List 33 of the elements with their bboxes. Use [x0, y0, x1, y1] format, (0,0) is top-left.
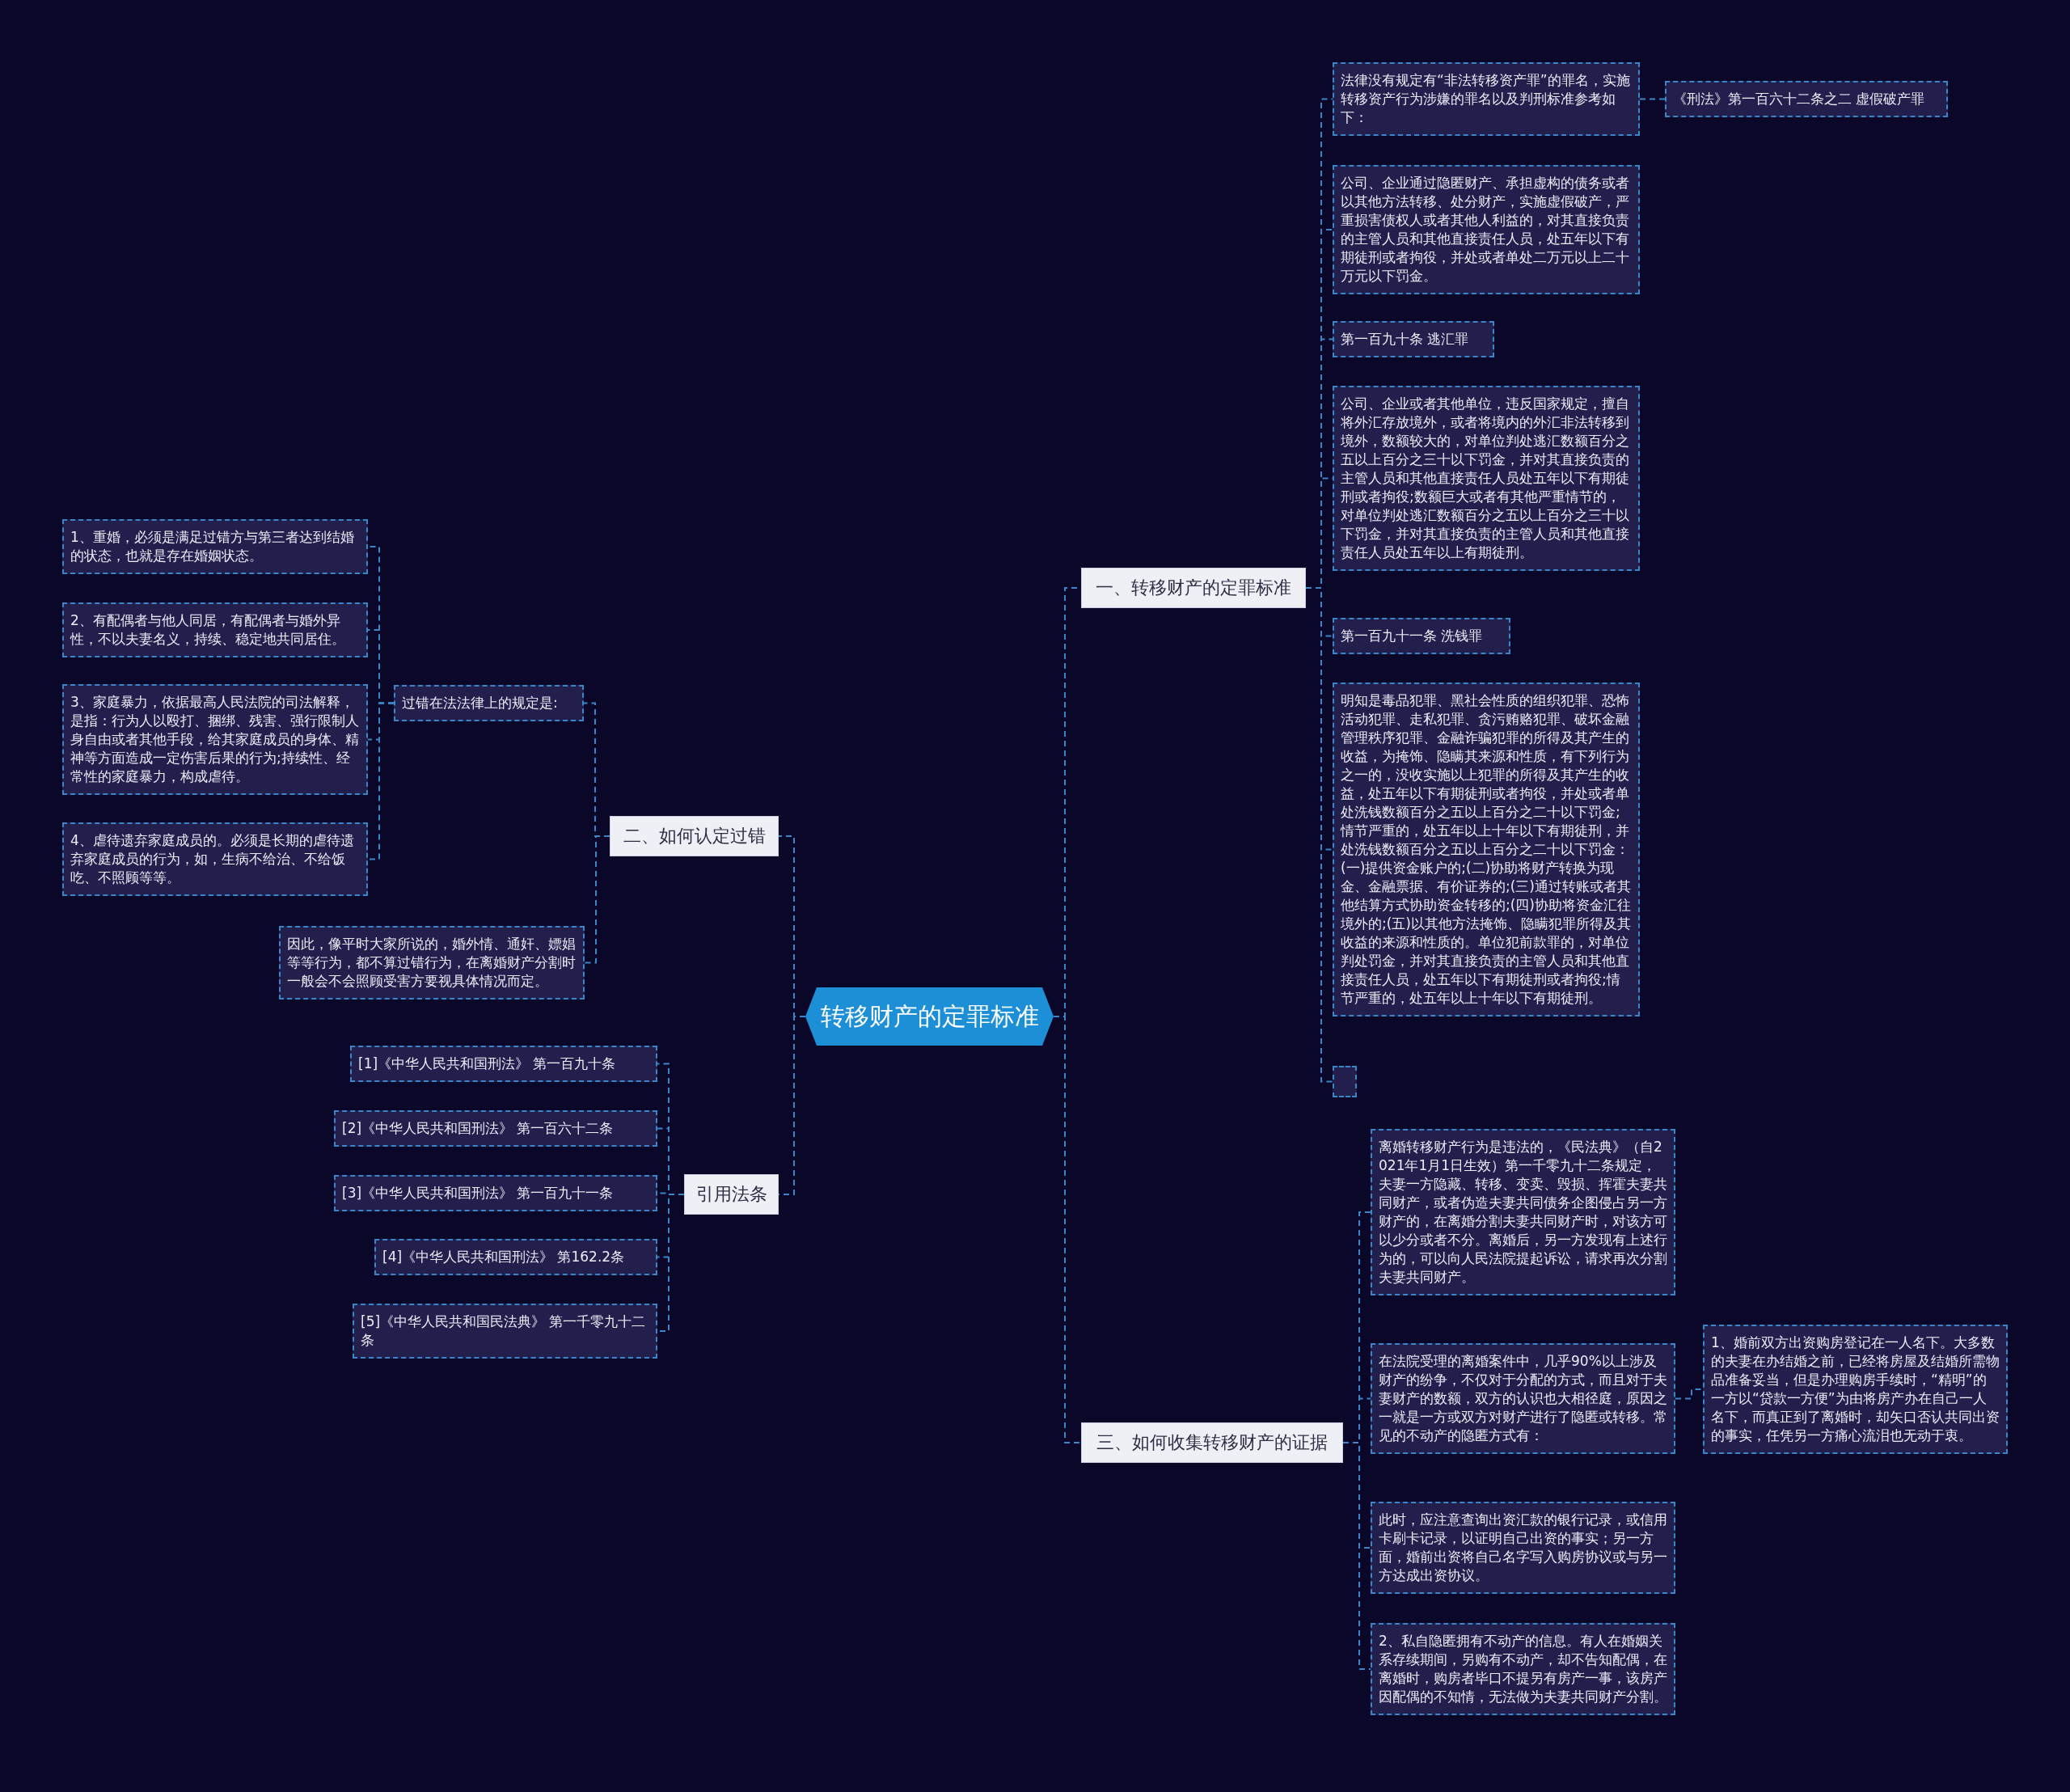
subtopic-text: 离婚转移财产行为是违法的，《民法典》（自2021年1月1日生效）第一千零九十二条规定，夫妻一方隐藏、转移、变卖、毁损、挥霍夫妻共同财产，或者伪造夫妻共同债务企图侵占另一方财产的，在离婚分割夫妻共同财产时，对该方可以少分或者不分。离婚后，另一方发现有上述行为的，可以向人民法院提起诉讼，请求再次分割夫妻共同财产。	[1379, 1138, 1667, 1287]
branch-topic-text: 三、如何收集转移财产的证据	[1096, 1431, 1328, 1454]
subtopic-text: 公司、企业或者其他单位，违反国家规定，擅自将外汇存放境外，或者将境内的外汇非法转移到境外，数额较大的，对单位判处逃汇数额百分之五以上百分之三十以下罚金，并对其直接负责的主管人员和其他直接责任人员处五年以下有期徒刑或者拘役;数额巨大或者有其他严重情节的，对单位判处逃汇数额百分之五以上百分之三十以下罚金，并对其直接负责的主管人员和其他直接责任人员处五年以上有期徒刑。	[1341, 395, 1630, 562]
connector-line	[1639, 98, 1666, 100]
subtopic-text: 此时，应注意查询出资汇款的银行记录，或信用卡刷卡记录，以证明自己出资的事实；另一方面，婚前出资将自己名字写入购房协议或与另一方达成出资协议。	[1379, 1511, 1667, 1585]
subtopic-text: 在法院受理的离婚案件中，几乎90%以上涉及财产的纷争，不仅对于分配的方式，而且对于夫妻财产的数额，双方的认识也大相径庭，原因之一就是一方或双方对财产进行了隐匿或转移。常见的不动产的隐匿方式有：	[1379, 1352, 1667, 1445]
connector-line	[1675, 1388, 1704, 1400]
connector-line	[367, 702, 395, 860]
subtopic-text: [5]《中华人民共和国民法典》 第一千零九十二条	[361, 1312, 647, 1350]
subtopic-text: 2、私自隐匿拥有不动产的信息。有人在婚姻关系存续期间，另购有不动产，却不告知配偶，在离婚时，购房者毕口不提另有房产一事，该房产因配偶的不知情，无法做为夫妻共同财产分割。	[1379, 1632, 1667, 1706]
branch-topic-text: 一、转移财产的定罪标准	[1096, 577, 1291, 599]
subtopic-text: [1]《中华人民共和国刑法》 第一百九十条	[358, 1054, 617, 1073]
connector-line	[1342, 1442, 1371, 1670]
subtopic-text: 第一百九十条 逃汇罪	[1341, 330, 1470, 349]
subtopic-text: 法律没有规定有“非法转移资产罪”的罪名，实施转移资产行为涉嫌的罪名以及判刑标准参考如下：	[1341, 71, 1631, 127]
subtopic-text: 2、有配偶者与他人同居，有配偶者与婚外异性，不以夫妻名义，持续、稳定地共同居住。	[70, 611, 346, 649]
subtopic-text: 3、家庭暴力，依据最高人民法院的司法解释，是指：行为人以殴打、捆绑、残害、强行限制人身自由或者其他手段，给其家庭成员的身体、精神等方面造成一定伤害后果的行为;持续性、经常性的家庭暴力，构成虐待。	[70, 693, 360, 786]
subtopic-text: 第一百九十一条 洗钱罪	[1341, 627, 1484, 645]
branch-topic-text: 引用法条	[695, 1183, 767, 1206]
connector-line	[584, 835, 610, 964]
subtopic-text: 公司、企业通过隐匿财产、承担虚构的债务或者以其他方法转移、处分财产，实施虚假破产，严重损害债权人或者其他人利益的，对其直接负责的主管人员和其他直接责任人员，处五年以下有期徒刑或者拘役，并处或者单处二万元以上二十万元以下罚金。	[1341, 174, 1630, 285]
subtopic-text: 1、重婚，必须是满足过错方与第三者达到结婚的状态，也就是存在婚姻状态。	[70, 528, 355, 565]
subtopic-text: 《刑法》第一百六十二条之二 虚假破产罪	[1673, 90, 1926, 108]
subtopic-text: 明知是毒品犯罪、黑社会性质的组织犯罪、恐怖活动犯罪、走私犯罪、贪污贿赂犯罪、破坏金融管理秩序犯罪、金融诈骗犯罪的所得及其产生的收益，为掩饰、隐瞒其来源和性质，有下列行为之一的，没收实施以上犯罪的所得及其产生的收益，处五年以下有期徒刑或者拘役，并处或者单处洗钱数额百分之五以上百分之二十以下罚金;情节严重的，处五年以上十年以下有期徒刑，并处洗钱数额百分之五以上百分之二十以下罚金：(一)提供资金账户的;(二)协助将财产转换为现金、金融票据、有价证券的;(三)通过转账或者其他结算方式协助资金转移的;(四)协助将资金汇往境外的;(五)以其他方法掩饰、隐瞒犯罪所得及其收益的来源和性质的。单位犯前款罪的，对单位判处罚金，并对其直接负责的主管人员和其他直接责任人员，处五年以下有期徒刑或者拘役;情节严重的，处五年以上十年以下有期徒刑。	[1341, 691, 1632, 1008]
subtopic-text: [4]《中华人民共和国刑法》 第162.2条	[382, 1248, 626, 1266]
central-topic-text: 转移财产的定罪标准	[820, 1002, 1039, 1031]
subtopic-text: 因此，像平时大家所说的，婚外情、通奸、嫖娼等等行为，都不算过错行为，在离婚财产分割时一般会不会照顾受害方要视具体情况而定。	[287, 935, 577, 991]
subtopic-text: [2]《中华人民共和国刑法》 第一百六十二条	[342, 1119, 615, 1138]
subtopic-text: [3]《中华人民共和国刑法》 第一百九十一条	[342, 1184, 615, 1202]
branch-topic-text: 二、如何认定过错	[623, 825, 766, 847]
subtopic-text: 过错在法法律上的规定是:	[402, 694, 559, 712]
subtopic-text: 4、虐待遗弃家庭成员的。必须是长期的虐待遗弃家庭成员的行为，如，生病不给治、不给饭吃、不照顾等等。	[70, 831, 355, 887]
subtopic-text: 1、婚前双方出资购房登记在一人名下。大多数的夫妻在办结婚之前，已经将房屋及结婚所需物品准备妥当，但是办理购房手续时，“精明”的一方以“贷款一方便”为由将房产办在自己一人名下，而真正到了离婚时，却矢口否认共同出资的事实，任凭另一方痛心流泪也无动于衷。	[1711, 1333, 2000, 1445]
